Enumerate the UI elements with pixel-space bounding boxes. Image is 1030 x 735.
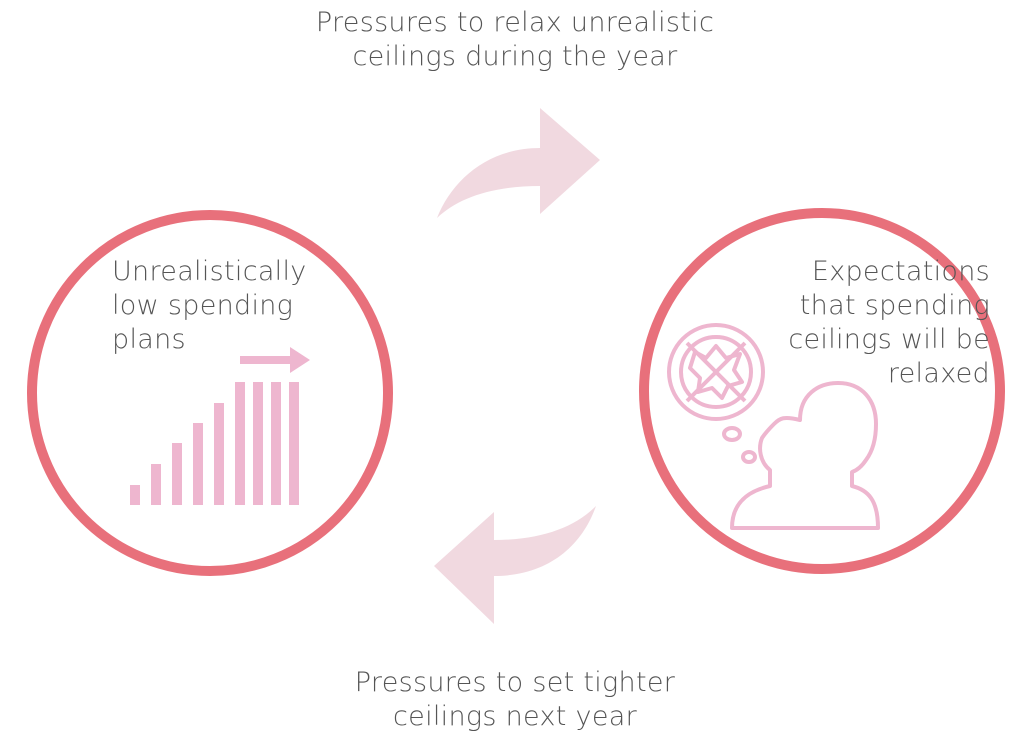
right-text-line1: Expectations bbox=[811, 256, 990, 287]
left-circle-text: Unrealistically low spending plans bbox=[112, 255, 372, 357]
left-text-line2: low spending bbox=[112, 290, 294, 321]
bar-chart-icon bbox=[130, 382, 299, 505]
right-text-line2: that spending bbox=[799, 290, 990, 321]
right-arrow-icon bbox=[240, 347, 310, 373]
top-caption: Pressures to relax unrealistic ceilings … bbox=[265, 6, 765, 74]
top-caption-line2: ceilings during the year bbox=[352, 41, 678, 72]
right-text-line3: ceilings will be bbox=[788, 324, 990, 355]
right-circle-text: Expectations that spending ceilings will… bbox=[700, 255, 990, 391]
bottom-caption: Pressures to set tighter ceilings next y… bbox=[265, 666, 765, 734]
thinking-person-icon bbox=[667, 323, 880, 530]
bottom-arrow-icon bbox=[434, 506, 596, 624]
left-text-line1: Unrealistically bbox=[112, 256, 307, 287]
bottom-caption-line2: ceilings next year bbox=[393, 701, 637, 732]
right-text-line4: relaxed bbox=[887, 358, 990, 389]
top-caption-line1: Pressures to relax unrealistic bbox=[315, 7, 715, 38]
left-text-line3: plans bbox=[112, 324, 186, 355]
right-circle bbox=[639, 208, 1005, 574]
left-circle bbox=[27, 210, 393, 576]
bottom-caption-line1: Pressures to set tighter bbox=[354, 667, 676, 698]
top-arrow-icon bbox=[437, 108, 600, 218]
